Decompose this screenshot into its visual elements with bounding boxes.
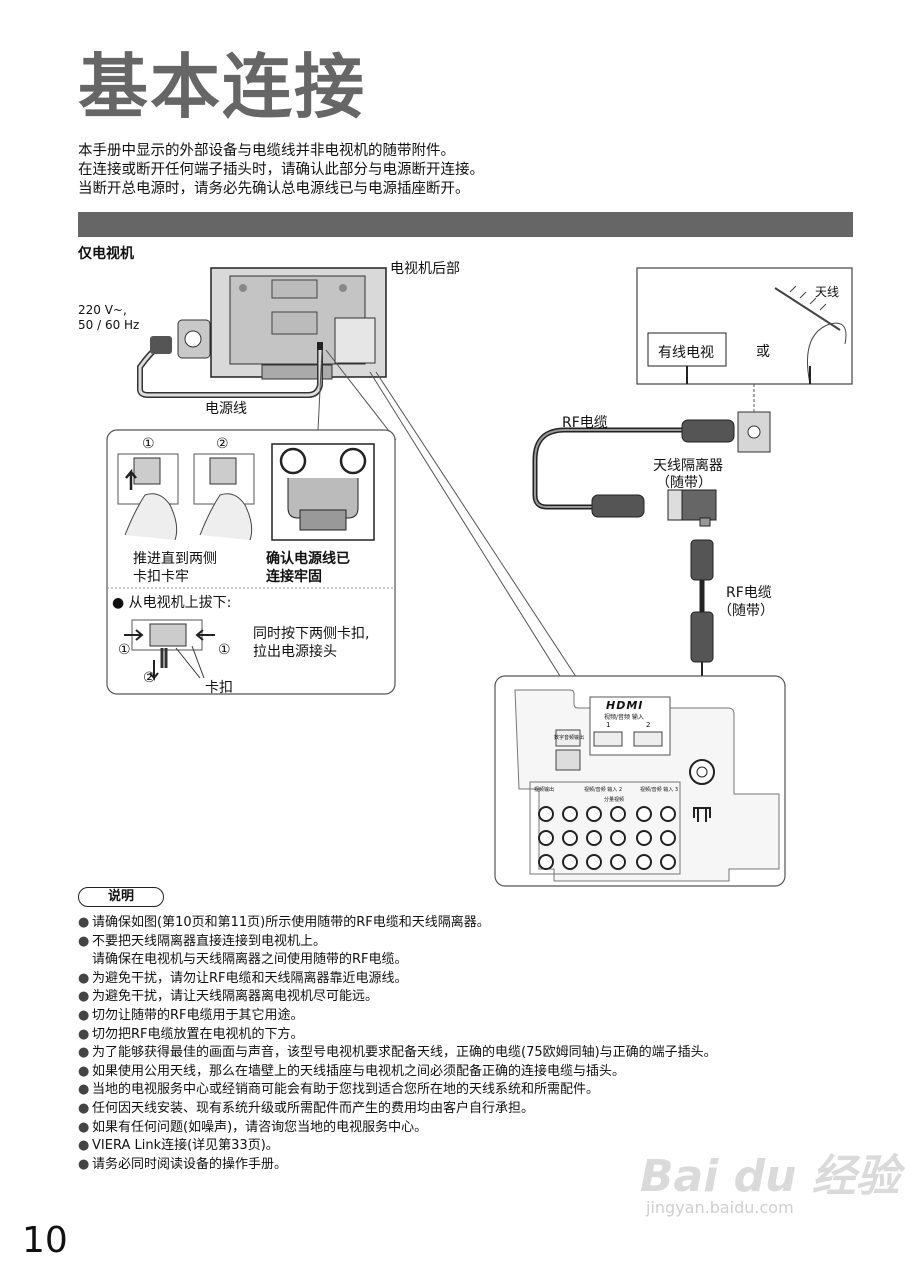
- note-item: ●为了能够获得最佳的画面与声音，该型号电视机要求配备天线，正确的电缆(75欧姆同…: [78, 1045, 717, 1061]
- step-number: ①: [218, 642, 231, 658]
- av-jacks: [529, 781, 681, 875]
- antenna-label: 天线: [815, 285, 840, 299]
- note-item: ●请务必同时阅读设备的操作手册。: [78, 1156, 288, 1172]
- note-item: ●切勿把RF电缆放置在电视机的下方。: [78, 1026, 304, 1042]
- confirm-instruction: 连接牢固: [266, 569, 322, 585]
- note-item: ●为避免干扰，请勿让RF电缆和天线隔离器靠近电源线。: [78, 970, 408, 986]
- component-video-label: 分量视频: [604, 797, 625, 803]
- note-item: ●切勿让随带的RF电缆用于其它用途。: [78, 1007, 304, 1023]
- step-number: ②: [216, 436, 229, 452]
- hdmi-port-number: 2: [646, 721, 651, 729]
- intro-text: 本手册中显示的外部设备与电缆线并非电视机的随带附件。 在连接或断开任何端子插头时…: [78, 142, 484, 199]
- intro-line: 当断开总电源时，请务必先确认总电源线已与电源插座断开。: [78, 181, 470, 197]
- intro-line: 本手册中显示的外部设备与电缆线并非电视机的随带附件。: [78, 143, 455, 159]
- notes-heading: 说明: [78, 887, 164, 907]
- step-number: ①: [142, 436, 155, 452]
- video-out-label: 视频输出: [534, 787, 555, 793]
- connection-diagram: [106, 267, 853, 887]
- cable-tv-label: 有线电视: [658, 345, 714, 361]
- tv-rear-label: 电视机后部: [390, 261, 460, 277]
- section-label: 仅电视机: [78, 246, 134, 262]
- rf-cable-supplied-label: （随带）: [718, 603, 774, 619]
- clip-label: 卡扣: [205, 680, 233, 696]
- rf-cable-supplied-label: RF电缆: [726, 585, 772, 601]
- digital-audio-label: 数字音频输出: [554, 735, 585, 741]
- unplug-illustration: [124, 619, 215, 681]
- hdmi-input-label: 视频/音频 输入: [604, 714, 644, 721]
- note-item: ●VIERA Link连接(详见第33页)。: [78, 1138, 279, 1154]
- watermark-url: jingyan.baidu.com: [646, 1198, 794, 1217]
- note-item: ●不要把天线隔离器直接连接到电视机上。: [78, 933, 327, 949]
- step-number: ①: [118, 642, 131, 658]
- isolator-label: （随带）: [656, 475, 712, 491]
- rf-cable-label: RF电缆: [562, 415, 608, 431]
- note-item: ●当地的电视服务中心或经销商可能会有助于您找到适合您所在地的天线系统和所需配件。: [78, 1082, 600, 1098]
- intro-line: 在连接或断开任何端子插头时，请确认此部分与电源断开连接。: [78, 162, 484, 178]
- unplug-instruction: 拉出电源接头: [253, 644, 337, 660]
- or-label: 或: [756, 344, 770, 360]
- av-input3-label: 视频/音频 输入 3: [640, 787, 679, 793]
- isolator-label: 天线隔离器: [653, 458, 723, 474]
- av-input2-label: 视频/音频 输入 2: [584, 787, 623, 793]
- hdmi-port-number: 1: [606, 721, 611, 729]
- note-item: ●如果有任何问题(如噪声)，请咨询您当地的电视服务中心。: [78, 1119, 428, 1135]
- note-item: ●为避免干扰，请让天线隔离器离电视机尽可能远。: [78, 989, 379, 1005]
- note-item: ●任何因天线安装、现有系统升级或所需配件而产生的费用均由客户自行承担。: [78, 1100, 535, 1116]
- push-instruction: 卡扣卡牢: [133, 569, 189, 585]
- push-step2-illustration: [193, 453, 255, 541]
- hdmi-logo: HDMI: [606, 699, 644, 712]
- page-number: 10: [22, 1220, 68, 1261]
- confirm-instruction: 确认电源线已: [266, 551, 350, 567]
- unplug-title: ● 从电视机上拔下:: [112, 595, 232, 611]
- push-step1-illustration: [117, 453, 179, 541]
- step-number: ②: [143, 670, 156, 686]
- voltage-label: 220 V~,: [78, 303, 127, 317]
- frequency-label: 50 / 60 Hz: [78, 318, 140, 332]
- push-instruction: 推进直到两侧: [133, 551, 217, 567]
- tv-rear-illustration: [210, 267, 387, 380]
- section-header-bar: [78, 212, 853, 237]
- notes-list: ●请确保如图(第10页和第11页)所示使用随带的RF电缆和天线隔离器。 ●不要把…: [78, 914, 717, 1174]
- unplug-instruction: 同时按下两侧卡扣,: [253, 626, 370, 642]
- antenna-icon: [774, 285, 847, 385]
- power-cord-label: 电源线: [205, 401, 247, 417]
- note-item: ●请确保如图(第10页和第11页)所示使用随带的RF电缆和天线隔离器。: [78, 915, 490, 930]
- confirm-illustration: [271, 443, 375, 541]
- page-title: 基本连接: [78, 46, 366, 128]
- note-item-continuation: 请确保在电视机与天线隔离器之间使用随带的RF电缆。: [92, 952, 408, 968]
- note-item: ●如果使用公用天线，那么在墙壁上的天线插座与电视机之间必须配备正确的连接电缆与插…: [78, 1063, 626, 1079]
- watermark-logo: Bai du 经验: [640, 1151, 900, 1202]
